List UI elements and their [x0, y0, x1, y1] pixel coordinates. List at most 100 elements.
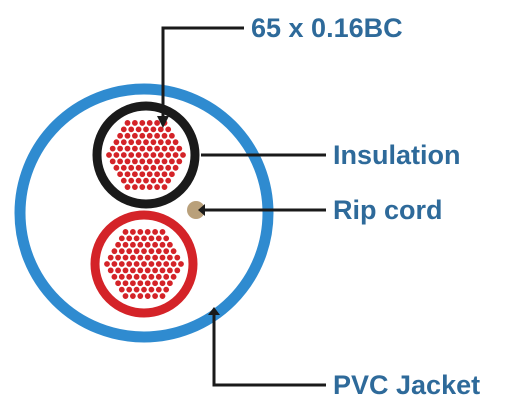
- conductor-strand: [125, 273, 133, 281]
- conductor-strand: [121, 292, 130, 300]
- conductor-strand: [171, 164, 180, 172]
- conductor-strand: [140, 285, 148, 294]
- conductor-strand: [108, 157, 117, 166]
- jacket-leader-line: [212, 313, 326, 387]
- conductor-strand: [149, 151, 158, 159]
- conductor-strand: [143, 228, 152, 236]
- conductor-strand: [132, 260, 141, 268]
- conductor-strand: [125, 234, 133, 243]
- conductor-strand: [132, 234, 141, 243]
- conductor-strand: [179, 151, 187, 159]
- conductor-strand: [123, 144, 132, 153]
- conductor-strand: [116, 132, 124, 140]
- conductor-strand: [142, 176, 150, 185]
- conductor-strand: [160, 144, 169, 153]
- conductor-strand: [162, 273, 170, 281]
- conductor-strand: [142, 164, 150, 172]
- conductor-strand: [166, 241, 174, 249]
- conductor-strand: [164, 176, 172, 185]
- conductor-strand: [121, 266, 130, 275]
- conductor-strand: [123, 170, 132, 178]
- conductor-strand: [114, 279, 122, 287]
- conductor-strand: [125, 247, 133, 255]
- leader-arrowheads: [157, 116, 220, 315]
- conductor-label: 65 x 0.16BC: [251, 13, 403, 43]
- conductor-strand: [138, 132, 146, 140]
- conductor-strand: [103, 260, 111, 268]
- conductor-strand: [158, 266, 167, 275]
- conductor-strand: [129, 279, 137, 287]
- conductor-strand: [131, 132, 139, 140]
- conductor-strand: [147, 234, 156, 243]
- conductor-strand: [143, 266, 152, 275]
- conductor-strand: [134, 138, 143, 146]
- conductor-strand: [127, 151, 135, 159]
- rip-cord-arrowhead: [198, 204, 205, 216]
- conductor-strand: [155, 285, 163, 294]
- conductor-strand: [138, 157, 146, 166]
- conductor-strand: [131, 170, 139, 178]
- conductor-strand: [168, 132, 176, 140]
- insulation-arrowhead: [192, 149, 199, 161]
- conductor-strand: [120, 164, 128, 172]
- conductor-strand: [143, 241, 152, 249]
- conductor-strand: [155, 273, 163, 281]
- conductor-strand: [164, 138, 172, 146]
- conductor-strand: [120, 176, 128, 185]
- conductor-strand: [112, 151, 121, 159]
- conductor-strand: [129, 228, 137, 236]
- conductor-arrowhead: [157, 116, 169, 128]
- conductor-strand: [132, 273, 141, 281]
- conductor-strand: [147, 247, 156, 255]
- conductor-strand: [140, 273, 148, 281]
- conductor-strand: [149, 164, 158, 172]
- conductor-strand: [162, 247, 170, 255]
- conductor-strand: [142, 125, 150, 134]
- conductor-strand: [129, 292, 137, 300]
- conductor-leader-line: [161, 26, 244, 118]
- conductor-strand: [157, 138, 165, 146]
- conductor-strand: [140, 234, 148, 243]
- conductor-strand: [118, 260, 126, 268]
- conductor-strand: [127, 138, 135, 146]
- conductor-strand: [142, 138, 150, 146]
- conductor-strand: [106, 266, 115, 275]
- conductor-strand: [151, 279, 159, 287]
- conductor-strand: [138, 144, 146, 153]
- conductor-strand: [136, 292, 144, 300]
- conductor-strand: [145, 157, 154, 166]
- conductor-strand: [151, 292, 159, 300]
- conductor-strand: [151, 228, 159, 236]
- rip-cord-icon: [187, 201, 205, 219]
- conductor-strand: [162, 285, 170, 294]
- rip-cord-label: Rip cord: [333, 195, 443, 225]
- conductor-strand: [136, 253, 144, 262]
- leader-lines: [161, 26, 326, 387]
- conductor-strand: [147, 260, 156, 268]
- conductor-strand: [143, 279, 152, 287]
- conductor-strand: [173, 266, 181, 275]
- conductor-strand: [105, 151, 113, 159]
- conductor-strand: [160, 170, 169, 178]
- conductor-strand: [158, 241, 167, 249]
- conductor-strand: [134, 151, 143, 159]
- conductor-strand: [155, 234, 163, 243]
- conductor-strand: [112, 138, 121, 146]
- conductor-strand: [145, 170, 154, 178]
- conductor-strand: [140, 260, 148, 268]
- conductor-strand: [160, 157, 169, 166]
- conductor-strand: [121, 241, 130, 249]
- conductor-strand: [132, 285, 141, 294]
- conductor-strand: [166, 266, 174, 275]
- conductor-strand: [166, 253, 174, 262]
- conductor-strand: [131, 183, 139, 191]
- conductor-strand: [158, 253, 167, 262]
- conductor-strand: [108, 144, 117, 153]
- conductor-strand: [175, 144, 183, 153]
- conductor-strand: [136, 266, 144, 275]
- conductor-strand: [151, 241, 159, 249]
- conductor-strand: [164, 164, 172, 172]
- conductor-strand: [153, 132, 161, 140]
- conductor-strand: [153, 144, 161, 153]
- conductor-strand: [118, 247, 126, 255]
